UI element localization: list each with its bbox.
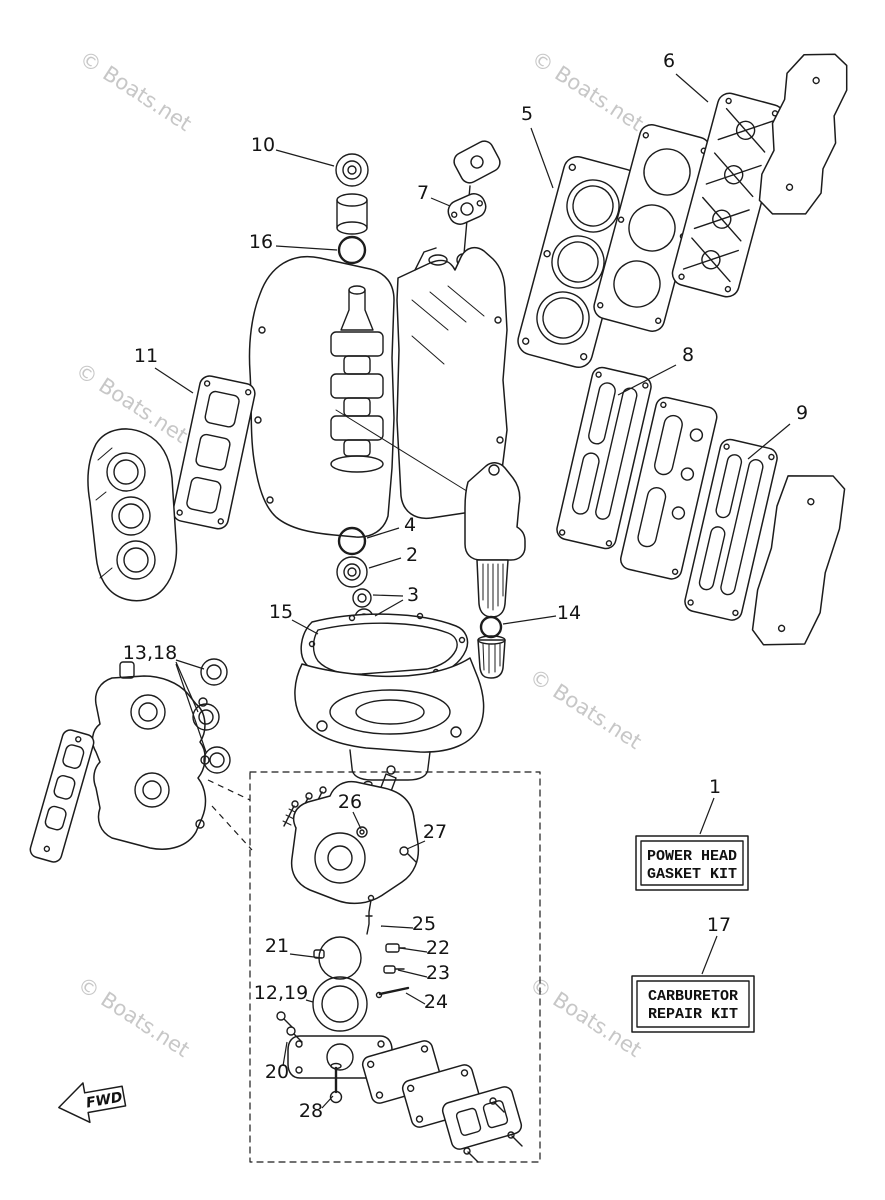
callout-17[interactable]: 17 xyxy=(707,914,731,936)
callout-numbers: 10 16 7 5 6 11 8 9 4 2 3 15 14 13,18 1 1… xyxy=(123,50,808,1122)
callout-7[interactable]: 7 xyxy=(417,182,429,204)
exhaust-gasket-8-drawing xyxy=(556,366,652,550)
callout-23[interactable]: 23 xyxy=(426,962,450,984)
callout-4[interactable]: 4 xyxy=(404,514,416,536)
watermark-text: © Boats.net xyxy=(527,46,648,136)
callout-6[interactable]: 6 xyxy=(663,50,675,72)
crank-seal-drawing xyxy=(335,153,369,265)
fwd-arrow: FWD xyxy=(58,1082,127,1124)
cover-gasket-drawing xyxy=(447,193,487,225)
callout-28[interactable]: 28 xyxy=(299,1100,323,1122)
watermark-text: © Boats.net xyxy=(73,972,194,1062)
callout-9[interactable]: 9 xyxy=(796,402,808,424)
carburetor-kit-line2: REPAIR KIT xyxy=(648,1006,738,1023)
power-head-kit-line2: GASKET KIT xyxy=(647,866,737,883)
manifold-gasket-drawing xyxy=(172,375,256,530)
callout-3[interactable]: 3 xyxy=(407,584,419,606)
fuel-filter-assembly-drawing xyxy=(464,462,526,679)
carburetor-kit-line1: CARBURETOR xyxy=(648,988,738,1005)
exhaust-guide-drawing xyxy=(294,657,485,781)
base-gasket-drawing xyxy=(300,612,469,684)
strip-gasket-drawing xyxy=(29,729,95,863)
power-head-kit-line1: POWER HEAD xyxy=(647,848,737,865)
cylinder-head-drawing xyxy=(87,428,178,602)
watermark-text: © Boats.net xyxy=(525,664,646,754)
outer-cover-plate-drawing xyxy=(751,475,846,646)
carburetor-detail-drawing xyxy=(249,765,541,1163)
callout-15[interactable]: 15 xyxy=(269,601,293,623)
exhaust-plate-drawing xyxy=(619,396,718,580)
callout-22[interactable]: 22 xyxy=(426,937,450,959)
watermark-text: © Boats.net xyxy=(525,972,646,1062)
callout-leader-lines xyxy=(154,73,791,1109)
callout-24[interactable]: 24 xyxy=(424,991,448,1013)
callout-13-18[interactable]: 13,18 xyxy=(123,642,177,664)
callout-5[interactable]: 5 xyxy=(521,103,533,125)
callout-2[interactable]: 2 xyxy=(406,544,418,566)
carburetor-repair-kit-box: CARBURETOR REPAIR KIT xyxy=(631,975,755,1033)
callout-21[interactable]: 21 xyxy=(265,935,289,957)
seal-grommets-drawing xyxy=(192,658,231,774)
callout-12-19[interactable]: 12,19 xyxy=(254,982,308,1004)
exhaust-cover-plate-drawing xyxy=(758,53,848,215)
fwd-label: FWD xyxy=(85,1089,124,1111)
intake-assembly-drawing xyxy=(91,661,210,850)
callout-27[interactable]: 27 xyxy=(423,821,447,843)
exhaust-inner-gasket-drawing xyxy=(671,92,785,298)
callout-1[interactable]: 1 xyxy=(709,776,721,798)
callout-14[interactable]: 14 xyxy=(557,602,581,624)
callout-20[interactable]: 20 xyxy=(265,1061,289,1083)
callout-25[interactable]: 25 xyxy=(412,913,436,935)
callout-11[interactable]: 11 xyxy=(134,345,158,367)
callout-8[interactable]: 8 xyxy=(682,344,694,366)
watermark-text: © Boats.net xyxy=(75,46,196,136)
callout-26[interactable]: 26 xyxy=(338,791,362,813)
detail-pointer-lines xyxy=(207,779,253,851)
engine-block-drawing xyxy=(248,246,508,538)
power-head-gasket-kit-box: POWER HEAD GASKET KIT xyxy=(635,835,749,891)
callout-16[interactable]: 16 xyxy=(249,231,273,253)
callout-10[interactable]: 10 xyxy=(251,134,275,156)
exhaust-gasket-9-drawing xyxy=(684,438,778,621)
seal-oring-parts-drawing xyxy=(336,526,374,628)
